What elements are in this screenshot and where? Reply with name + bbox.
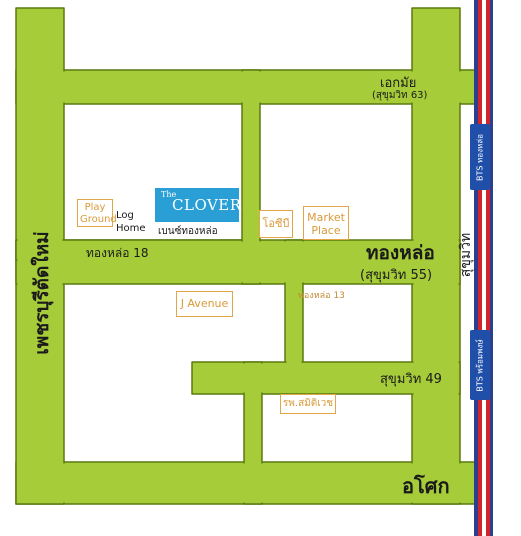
poi-javenue-label: J Avenue — [180, 297, 229, 310]
bts-line — [474, 0, 493, 536]
road-label-sukhumvit49: สุขุมวิท 49 — [380, 372, 442, 387]
road-label-sukhumvit: สุขุมวิท — [458, 232, 474, 278]
clover-name-text: CLOVER — [172, 196, 242, 214]
station-thonglor-label: BTS ทองหล่อ — [475, 134, 485, 181]
poi-playground: Play Ground — [77, 199, 117, 227]
poi-playground-label: Play Ground — [80, 202, 117, 225]
poi-clover: The CLOVER — [155, 188, 242, 222]
poi-hospital-label: รพ.สมิติเวช — [282, 398, 334, 409]
poi-javenue: J Avenue — [176, 291, 233, 317]
road-label-asoke: อโศก — [402, 474, 450, 498]
clover-caption: เบนซ์ทองหล่อ — [158, 226, 218, 237]
road-label-thonglor-sub: (สุขุมวิท 55) — [360, 268, 433, 283]
road-label-ekkamai: เอกมัย — [380, 76, 417, 91]
poi-hospital: รพ.สมิติเวช — [280, 394, 336, 414]
road-label-thonglor: ทองหล่อ — [366, 242, 435, 264]
station-bts-thonglor: BTS ทองหล่อ — [470, 124, 490, 190]
poi-marketplace-label: Market Place — [307, 211, 345, 237]
road-label-ekkamai-sub: (สุขุมวิท 63) — [372, 90, 428, 101]
poi-marketplace: Market Place — [303, 206, 349, 240]
road-label-thonglor18: ทองหล่อ 18 — [86, 246, 149, 260]
poi-loghome: Log Home — [116, 209, 150, 235]
poi-ocb: โอซีบี — [259, 210, 293, 238]
road-label-thonglor13: ทองหล่อ 13 — [298, 291, 345, 301]
poi-ocb-label: โอซีบี — [262, 217, 290, 230]
poi-loghome-label: Log Home — [116, 210, 146, 234]
station-bts-phromphong: BTS พร้อมพงษ์ — [470, 330, 490, 400]
road-label-petchaburi: เพชรบุรีตัดใหม่ — [31, 231, 53, 355]
clover-the-text: The — [161, 190, 177, 199]
station-phromphong-label: BTS พร้อมพงษ์ — [475, 339, 485, 392]
